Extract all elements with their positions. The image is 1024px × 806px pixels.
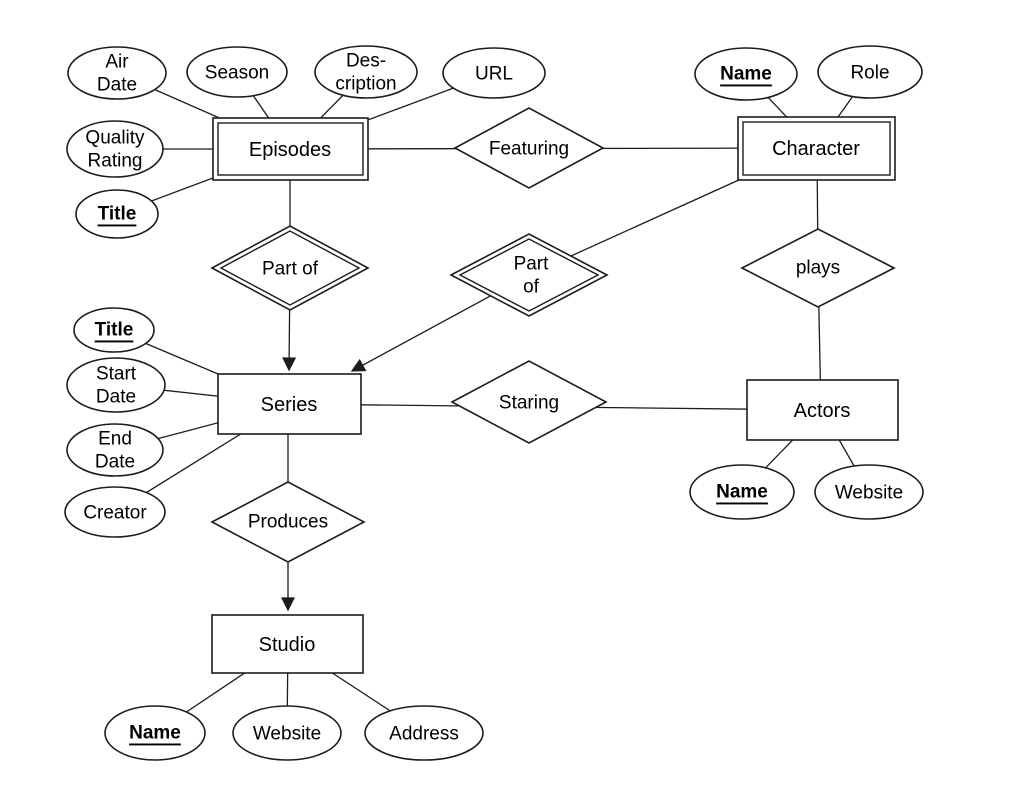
attribute-actors-name: Name: [689, 464, 795, 520]
series-title-label: Title: [95, 320, 134, 341]
series-label: Series: [261, 394, 318, 416]
staring-label: Staring: [499, 393, 559, 414]
actors-name-ellipse: [689, 464, 795, 520]
actors-website-ellipse: [814, 464, 924, 520]
studio-address-label: Address: [389, 724, 459, 745]
description-label-line1: Des-: [346, 51, 386, 72]
relationship-part-of-right: Part of: [449, 233, 609, 317]
produces-label: Produces: [248, 512, 328, 533]
attribute-episodes-title: Title: [75, 189, 159, 239]
series-rect: [217, 373, 362, 435]
season-label: Season: [205, 63, 269, 84]
season-ellipse: [186, 46, 288, 98]
attribute-description: Des- cription: [314, 45, 418, 99]
series-start-date-label-line2: Date: [96, 387, 136, 408]
attribute-air-date: Air Date: [67, 46, 167, 100]
part-of-left-diamond: [210, 225, 370, 311]
studio-website-label: Website: [253, 724, 321, 745]
plays-label: plays: [796, 258, 840, 279]
air-date-label-line1: Air: [105, 52, 129, 73]
episodes-rect: [212, 117, 369, 181]
studio-label: Studio: [259, 634, 316, 656]
series-creator-ellipse: [64, 486, 166, 538]
attribute-season: Season: [186, 46, 288, 98]
series-end-date-label-line1: End: [98, 429, 132, 450]
url-label: URL: [475, 64, 513, 85]
series-end-date-label-line2: Date: [95, 452, 135, 473]
series-title-ellipse: [73, 307, 155, 353]
character-role-label: Role: [850, 63, 889, 84]
character-role-ellipse: [817, 45, 923, 99]
series-start-date-label-line1: Start: [96, 364, 137, 385]
character-rect-inner: [742, 121, 891, 176]
actors-label: Actors: [794, 400, 851, 422]
episodes-title-label: Title: [98, 204, 137, 225]
episodes-title-ellipse: [75, 189, 159, 239]
entity-actors: Actors: [746, 379, 899, 441]
air-date-label-line2: Date: [97, 75, 137, 96]
series-creator-label: Creator: [83, 503, 147, 524]
produces-diamond: [210, 481, 366, 563]
description-label-line2: cription: [335, 74, 396, 95]
quality-rating-ellipse: [66, 120, 164, 178]
url-ellipse: [442, 47, 546, 99]
attribute-studio-address: Address: [364, 705, 484, 761]
series-start-date-ellipse: [66, 357, 166, 413]
part-of-right-label-line1: Part: [514, 254, 550, 275]
studio-name-ellipse: [104, 705, 206, 761]
character-name-ellipse: [694, 47, 798, 101]
staring-diamond: [450, 360, 608, 444]
actors-rect: [746, 379, 899, 441]
entity-series: Series: [217, 373, 362, 435]
attribute-url: URL: [442, 47, 546, 99]
relationship-part-of-left: Part of: [210, 225, 370, 311]
part-of-right-label-line2: of: [523, 277, 540, 298]
character-name-label: Name: [720, 64, 772, 85]
quality-rating-label-line1: Quality: [85, 128, 145, 149]
relationship-featuring: Featuring: [453, 107, 605, 189]
description-ellipse: [314, 45, 418, 99]
entity-episodes: Episodes: [212, 117, 369, 181]
part-of-left-diamond-inner: [219, 230, 361, 306]
episodes-label: Episodes: [249, 139, 331, 161]
studio-rect: [211, 614, 364, 674]
studio-website-ellipse: [232, 705, 342, 761]
featuring-label: Featuring: [489, 139, 569, 160]
entity-studio: Studio: [211, 614, 364, 674]
attribute-quality-rating: Quality Rating: [66, 120, 164, 178]
part-of-right-diamond: [449, 233, 609, 317]
air-date-ellipse: [67, 46, 167, 100]
character-rect: [737, 116, 896, 181]
relationship-plays: plays: [740, 228, 896, 308]
actors-name-label: Name: [716, 482, 768, 503]
episodes-rect-inner: [217, 122, 364, 176]
relationship-produces: Produces: [210, 481, 366, 563]
studio-address-ellipse: [364, 705, 484, 761]
part-of-right-diamond-inner: [458, 238, 600, 312]
actors-website-label: Website: [835, 483, 903, 504]
attribute-studio-website: Website: [232, 705, 342, 761]
featuring-diamond: [453, 107, 605, 189]
attribute-series-creator: Creator: [64, 486, 166, 538]
attribute-series-start-date: Start Date: [66, 357, 166, 413]
attribute-actors-website: Website: [814, 464, 924, 520]
attribute-character-name: Name: [694, 47, 798, 101]
relationship-staring: Staring: [450, 360, 608, 444]
part-of-left-label: Part of: [262, 259, 319, 280]
series-end-date-ellipse: [66, 423, 164, 477]
attribute-character-role: Role: [817, 45, 923, 99]
entity-character: Character: [737, 116, 896, 181]
quality-rating-label-line2: Rating: [88, 151, 143, 172]
studio-name-label: Name: [129, 723, 181, 744]
character-label: Character: [772, 138, 860, 160]
attribute-studio-name: Name: [104, 705, 206, 761]
attribute-series-title: Title: [73, 307, 155, 353]
attribute-series-end-date: End Date: [66, 423, 164, 477]
plays-diamond: [740, 228, 896, 308]
